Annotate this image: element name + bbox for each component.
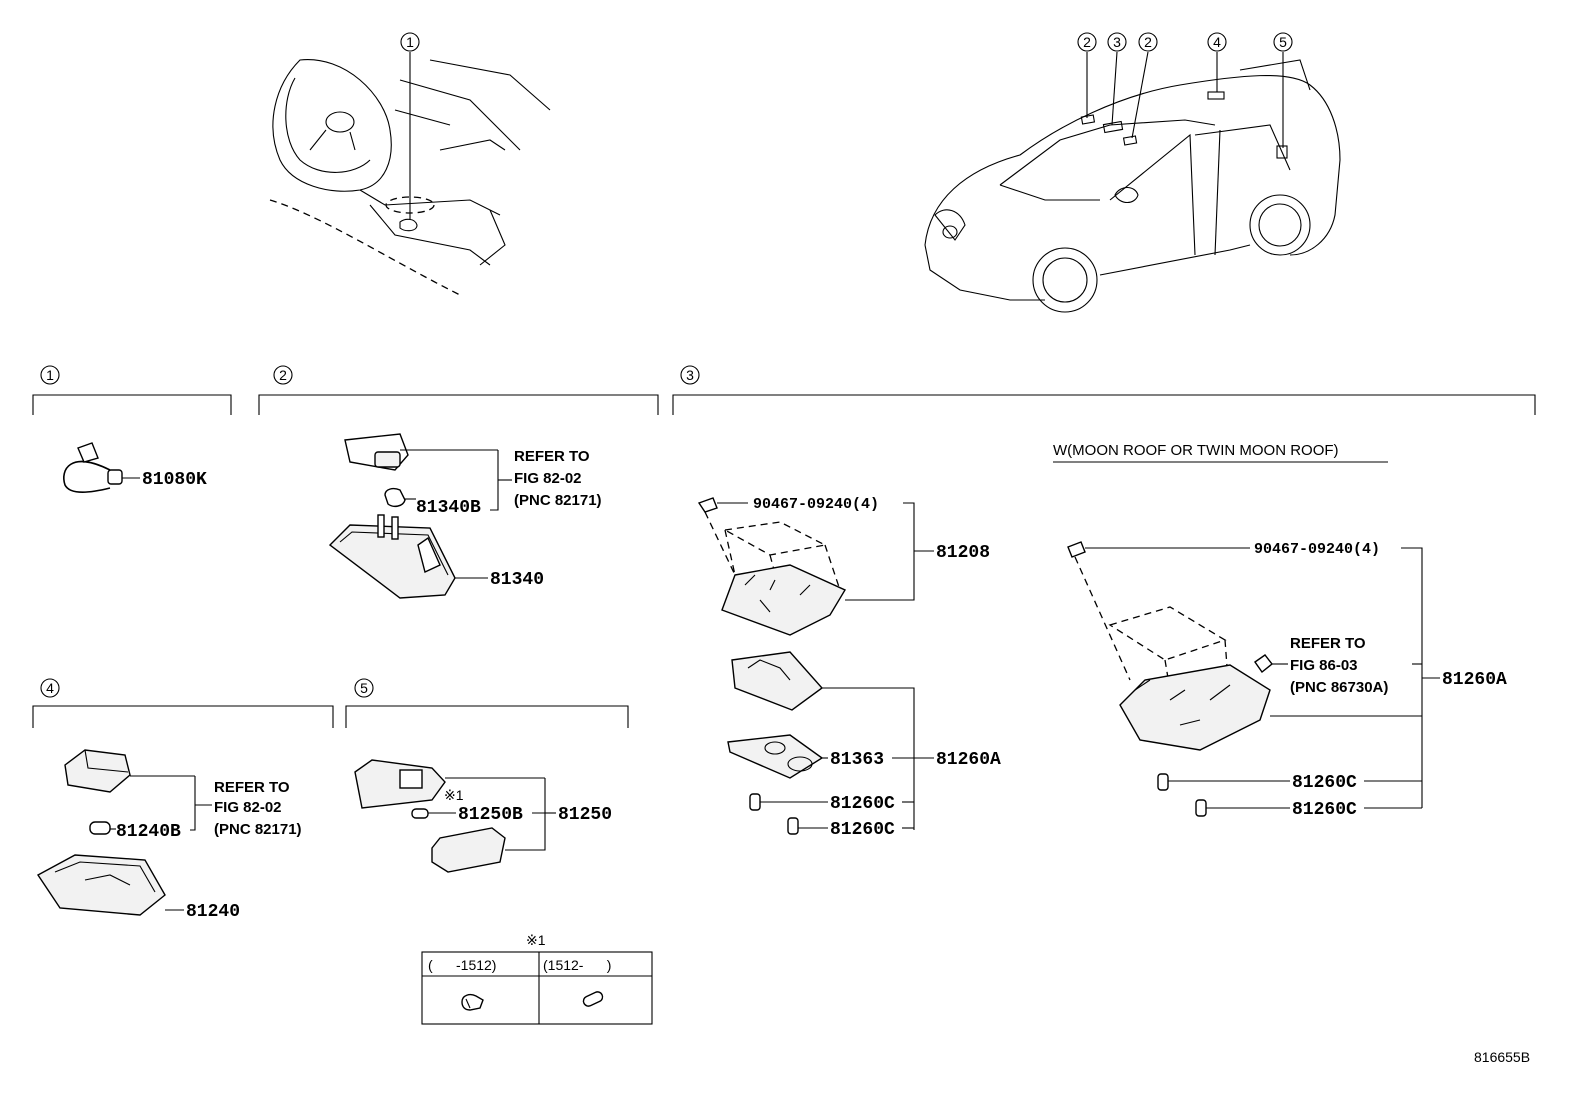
- part-number-81260c-left-1: 81260C: [830, 794, 895, 814]
- section-3-header: 3: [672, 365, 1536, 415]
- section-4-parts: REFER TO FIG 82-02 (PNC 82171) 81240B 81…: [36, 749, 302, 922]
- table-header-before-1512: ( -1512): [428, 957, 496, 973]
- callout-1-top: 1: [400, 32, 420, 52]
- ref3-line1: REFER TO: [1290, 635, 1366, 652]
- part-switch-illustration: [344, 433, 498, 471]
- part-number-81260c-left-2: 81260C: [830, 820, 895, 840]
- part-81080k-illustration: [63, 442, 140, 493]
- condition-moon-roof: W(MOON ROOF OR TWIN MOON ROOF): [1053, 442, 1339, 459]
- clip-a-illustration: [697, 497, 748, 576]
- bulb-type-new-icon: [582, 991, 604, 1007]
- svg-text:2: 2: [1144, 34, 1152, 50]
- bulb-note-table: ※1 ( -1512) (1512- ): [421, 932, 653, 1025]
- vehicle-illustration: [924, 51, 1341, 313]
- ref3-line2: FIG 86-03: [1290, 657, 1358, 674]
- part-number-90467-b: 90467-09240(4): [1254, 541, 1380, 558]
- ref2-line2: FIG 82-02: [514, 470, 582, 487]
- part-number-81250b: 81250B: [458, 805, 523, 825]
- note-marker-table: ※1: [526, 932, 546, 948]
- part-number-81250: 81250: [558, 805, 612, 825]
- ref3-line3: (PNC 86730A): [1290, 679, 1388, 696]
- note-marker-1: ※1: [444, 787, 464, 803]
- svg-text:4: 4: [46, 680, 54, 696]
- svg-text:2: 2: [1083, 34, 1091, 50]
- part-number-81080k: 81080K: [142, 470, 207, 490]
- part-number-81260c-right-1: 81260C: [1292, 773, 1357, 793]
- figure-id: 816655B: [1474, 1049, 1530, 1065]
- svg-text:5: 5: [360, 680, 368, 696]
- section-2-header: 2: [258, 365, 659, 415]
- svg-text:4: 4: [1213, 34, 1221, 50]
- part-bulb-illustration: [384, 487, 416, 508]
- ref4-line3: (PNC 82171): [214, 821, 302, 838]
- bulb-type-old-icon: [461, 993, 484, 1011]
- part-81340-illustration: [328, 514, 488, 599]
- svg-text:3: 3: [1113, 34, 1121, 50]
- part-number-81260a-left: 81260A: [936, 750, 1001, 770]
- ref2-line1: REFER TO: [514, 448, 590, 465]
- part-number-81340b: 81340B: [416, 498, 481, 518]
- svg-text:2: 2: [279, 367, 287, 383]
- ref4-line1: REFER TO: [214, 779, 290, 796]
- section-5-parts: ※1 81250B 81250: [354, 759, 612, 873]
- part-number-81363: 81363: [830, 750, 884, 770]
- ref2-line3: (PNC 82171): [514, 492, 602, 509]
- part-number-81260a-right: 81260A: [1442, 670, 1507, 690]
- section-1-header: 1: [32, 365, 232, 415]
- section-2-parts: 81340B REFER TO FIG 82-02 (PNC 82171) 81…: [328, 433, 602, 599]
- svg-text:3: 3: [686, 367, 694, 383]
- section-4-header: 4: [32, 678, 334, 728]
- leader-81340: [490, 450, 499, 511]
- part-number-81208: 81208: [936, 543, 990, 563]
- part-number-81240: 81240: [186, 902, 240, 922]
- section-1-parts: 81080K: [63, 442, 207, 493]
- part-number-81340: 81340: [490, 570, 544, 590]
- part-number-81260c-right-2: 81260C: [1292, 800, 1357, 820]
- dashboard-illustration: [269, 52, 551, 296]
- part-number-90467-a: 90467-09240(4): [753, 496, 879, 513]
- part-number-81240b: 81240B: [116, 822, 181, 842]
- section-3-console-b: W(MOON ROOF OR TWIN MOON ROOF) 90467-092…: [1053, 442, 1507, 820]
- svg-text:1: 1: [406, 34, 414, 50]
- svg-text:1: 1: [46, 367, 54, 383]
- section-5-header: 5: [345, 678, 629, 728]
- svg-text:5: 5: [1279, 34, 1287, 50]
- section-3-console-a: 90467-09240(4) 81208 81363 81260A 81260C…: [697, 496, 1001, 840]
- ref4-line2: FIG 82-02: [214, 799, 282, 816]
- vehicle-callouts: 2 3 2 4 5: [1077, 32, 1293, 52]
- table-header-after-1512: (1512- ): [543, 957, 611, 973]
